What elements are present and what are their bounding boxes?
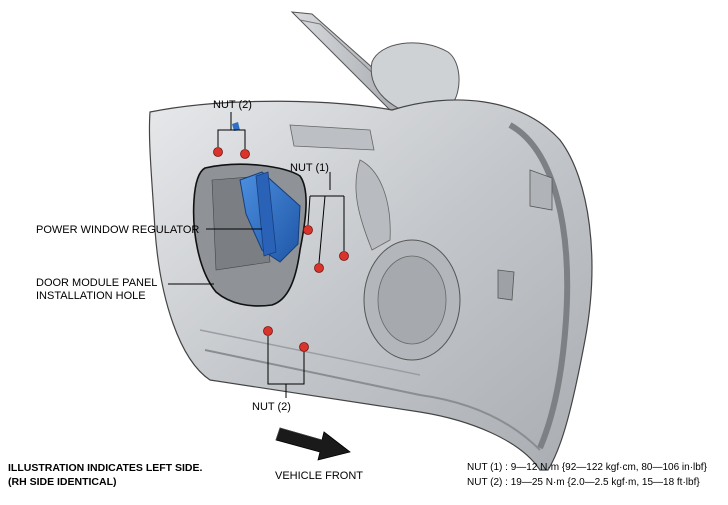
vehicle-front-arrow xyxy=(275,427,351,461)
mirror-base xyxy=(370,42,460,109)
nut2-bottom-label: NUT (2) xyxy=(252,401,291,413)
torque-nut2-value: 19—25 N·m {2.0—2.5 kgf·m, 15—18 ft·lbf} xyxy=(510,477,700,488)
nut-1-right xyxy=(339,251,349,261)
nut-2-bottom-left xyxy=(263,326,273,336)
torque-nut1-value: 9—12 N·m {92—122 kgf·cm, 80—106 in·lbf} xyxy=(510,462,707,473)
installation-hole-label-line2: INSTALLATION HOLE xyxy=(36,290,146,302)
torque-nut1: NUT (1) : 9—12 N·m {92—122 kgf·cm, 80—10… xyxy=(467,461,707,475)
nut-2-top-left xyxy=(213,147,223,157)
torque-nut2-label: NUT (2) : xyxy=(467,477,508,488)
nut-1-upper xyxy=(303,225,313,235)
nut-1-lower xyxy=(314,263,324,273)
leader-lines xyxy=(168,112,345,398)
nut2-top-label: NUT (2) xyxy=(213,99,252,111)
regulator-label: POWER WINDOW REGULATOR xyxy=(36,224,200,236)
vehicle-front-label: VEHICLE FRONT xyxy=(275,470,364,482)
side-note-line1: ILLUSTRATION INDICATES LEFT SIDE. xyxy=(8,462,203,474)
torque-nut2: NUT (2) : 19—25 N·m {2.0—2.5 kgf·m, 15—1… xyxy=(467,476,700,490)
side-note-line2: (RH SIDE IDENTICAL) xyxy=(8,476,117,488)
torque-nut1-label: NUT (1) : xyxy=(467,462,508,473)
nut1-label: NUT (1) xyxy=(290,162,329,174)
nut-2-top-right xyxy=(240,149,250,159)
nut-2-bottom-right xyxy=(299,342,309,352)
installation-hole-label-line1: DOOR MODULE PANEL xyxy=(36,277,158,289)
power-window-regulator xyxy=(232,122,301,263)
nuts xyxy=(213,147,349,352)
